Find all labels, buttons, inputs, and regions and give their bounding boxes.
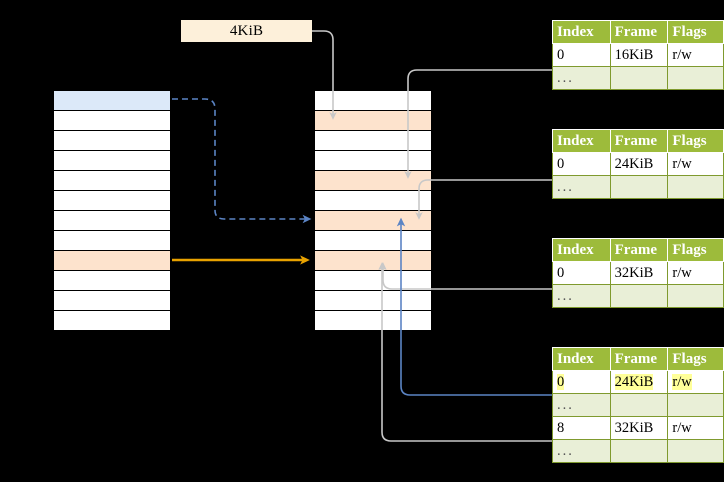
virtual-page-row-2 <box>53 130 171 151</box>
column-header-flags: Flags <box>667 347 724 371</box>
column-header-flags: Flags <box>667 129 724 153</box>
column-header-frame: Frame <box>609 238 669 262</box>
cell-flags: r/w <box>667 43 724 67</box>
cell-flags: r/w <box>667 152 724 176</box>
physical-frame-row-8 <box>314 250 432 271</box>
cell-flags <box>667 66 724 90</box>
cell-frame <box>609 393 669 417</box>
column-header-index: Index <box>552 129 611 153</box>
cell-frame: 24KiB <box>609 370 669 394</box>
cell-index: ... <box>552 66 611 90</box>
physical-frame-row-3 <box>314 150 432 171</box>
physical-frame-row-0 <box>314 90 432 111</box>
wire-pt2-to-frame <box>415 179 552 220</box>
cell-index: 0 <box>552 370 611 394</box>
cell-frame: 32KiB <box>609 416 669 440</box>
column-header-index: Index <box>552 20 611 44</box>
column-header-frame: Frame <box>609 129 669 153</box>
table-row-ellipsis: ... <box>552 66 724 90</box>
column-header-flags: Flags <box>667 20 724 44</box>
cell-frame: 16KiB <box>609 43 669 67</box>
highlighted-value: r/w <box>672 374 692 390</box>
cell-flags: r/w <box>667 370 724 394</box>
physical-frame-row-11 <box>314 310 432 331</box>
cell-flags <box>667 284 724 308</box>
physical-frame-row-5 <box>314 190 432 211</box>
table-row-ellipsis: ... <box>552 284 724 308</box>
physical-frame-row-9 <box>314 270 432 291</box>
cell-flags: r/w <box>667 261 724 285</box>
highlighted-value: 0 <box>557 374 565 390</box>
physical-memory-table <box>313 89 433 331</box>
cell-frame: 24KiB <box>609 152 669 176</box>
cell-index: ... <box>552 393 611 417</box>
virtual-page-row-7 <box>53 230 171 251</box>
virtual-page-row-8 <box>53 250 171 271</box>
cell-frame <box>609 284 669 308</box>
table-row-ellipsis: ... <box>552 439 724 463</box>
column-header-flags: Flags <box>667 238 724 262</box>
table-row-ellipsis: ... <box>552 175 724 199</box>
virtual-page-row-9 <box>53 270 171 291</box>
virtual-address-space-table <box>52 89 172 331</box>
page-size-label: 4KiB <box>181 20 312 42</box>
cell-index: 8 <box>552 416 611 440</box>
table-row-ellipsis: ... <box>552 393 724 417</box>
cell-flags <box>667 439 724 463</box>
virtual-page-row-3 <box>53 150 171 171</box>
virtual-page-row-10 <box>53 290 171 311</box>
cell-frame: 32KiB <box>609 261 669 285</box>
physical-frame-row-6 <box>314 210 432 231</box>
cell-index: ... <box>552 439 611 463</box>
page-size-label-text: 4KiB <box>229 22 264 39</box>
physical-frame-row-10 <box>314 290 432 311</box>
wire-virtual-blue-to-physical <box>172 98 312 224</box>
cell-index: 0 <box>552 152 611 176</box>
cell-frame <box>609 439 669 463</box>
column-header-index: Index <box>552 347 611 371</box>
physical-frame-row-4 <box>314 170 432 191</box>
virtual-page-row-5 <box>53 190 171 211</box>
virtual-page-row-6 <box>53 210 171 231</box>
cell-frame <box>609 175 669 199</box>
cell-frame <box>609 66 669 90</box>
highlighted-value: 24KiB <box>614 374 654 390</box>
table-row: 0 24KiB r/w <box>552 370 724 394</box>
physical-frame-row-1 <box>314 110 432 131</box>
cell-index: 0 <box>552 261 611 285</box>
cell-flags <box>667 393 724 417</box>
virtual-page-row-0 <box>53 90 171 111</box>
column-header-frame: Frame <box>609 20 669 44</box>
cell-flags: r/w <box>667 416 724 440</box>
virtual-page-row-1 <box>53 110 171 131</box>
column-header-frame: Frame <box>609 347 669 371</box>
cell-index: ... <box>552 175 611 199</box>
cell-index: 0 <box>552 43 611 67</box>
cell-flags <box>667 175 724 199</box>
column-header-index: Index <box>552 238 611 262</box>
virtual-page-row-11 <box>53 310 171 331</box>
virtual-page-row-4 <box>53 170 171 191</box>
cell-index: ... <box>552 284 611 308</box>
physical-frame-row-2 <box>314 130 432 151</box>
physical-frame-row-7 <box>314 230 432 251</box>
